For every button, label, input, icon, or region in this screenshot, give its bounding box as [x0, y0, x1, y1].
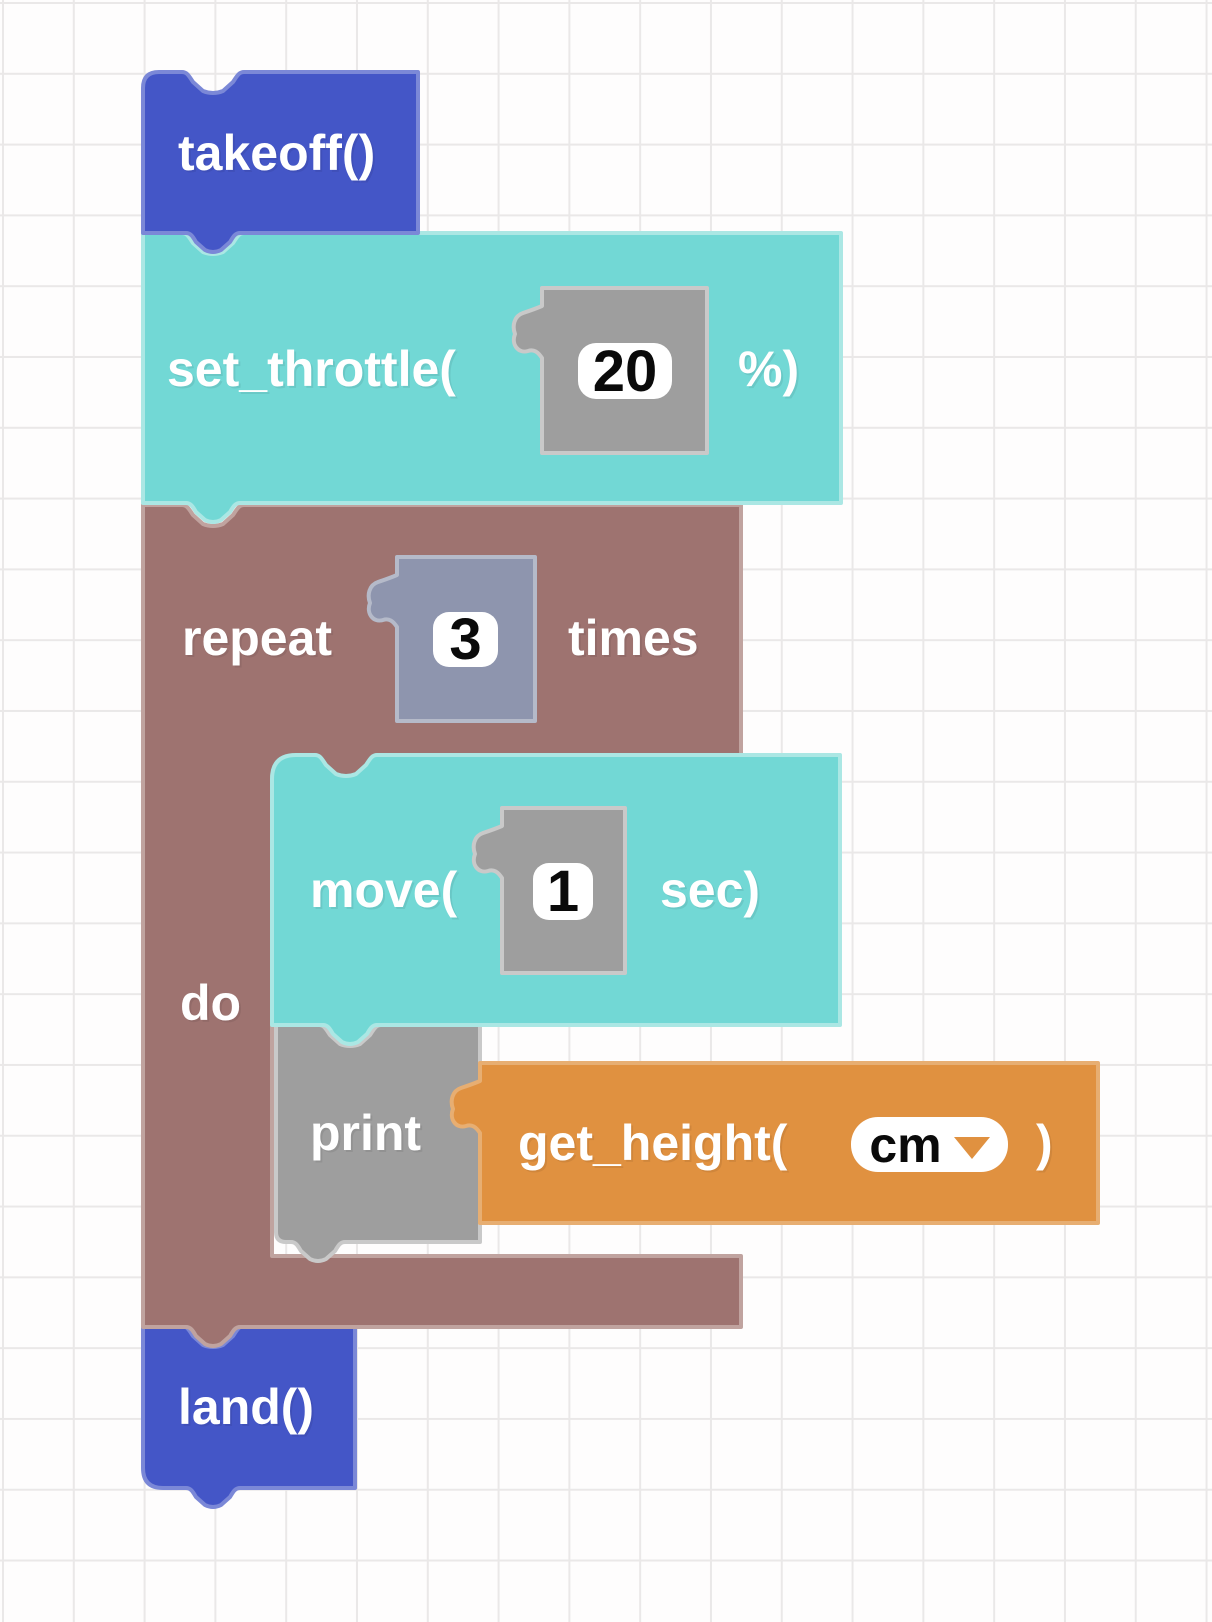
- get-height-label: get_height(: [518, 1115, 788, 1171]
- move-duration-field[interactable]: 1: [533, 859, 593, 924]
- takeoff-block[interactable]: [141, 70, 420, 254]
- set-throttle-label: set_throttle(: [167, 341, 456, 397]
- repeat-count-text: 3: [449, 607, 482, 672]
- get-height-block[interactable]: [449, 1061, 1100, 1225]
- print-label: print: [310, 1105, 422, 1161]
- move-label: move(: [310, 862, 458, 918]
- move-duration-text: 1: [546, 859, 580, 924]
- repeat-do-label: do: [180, 975, 242, 1031]
- repeat-label: repeat: [182, 610, 333, 666]
- height-unit-text: cm: [869, 1116, 942, 1173]
- repeat-block[interactable]: [141, 503, 743, 1348]
- land-label: land(): [178, 1379, 315, 1435]
- get-height-close-label: ): [1036, 1115, 1053, 1171]
- repeat-count-field[interactable]: 3: [433, 607, 498, 672]
- throttle-value-field[interactable]: 20: [578, 339, 672, 404]
- set-throttle-unit-label: %): [738, 341, 800, 397]
- throttle-value-text: 20: [592, 338, 658, 404]
- takeoff-label: takeoff(): [178, 125, 376, 181]
- repeat-times-label: times: [568, 610, 699, 666]
- move-unit-label: sec): [660, 862, 761, 918]
- dropdown-arrow-icon: [953, 1136, 990, 1159]
- height-unit-dropdown[interactable]: cm: [851, 1116, 1008, 1173]
- print-block[interactable]: [274, 1023, 482, 1263]
